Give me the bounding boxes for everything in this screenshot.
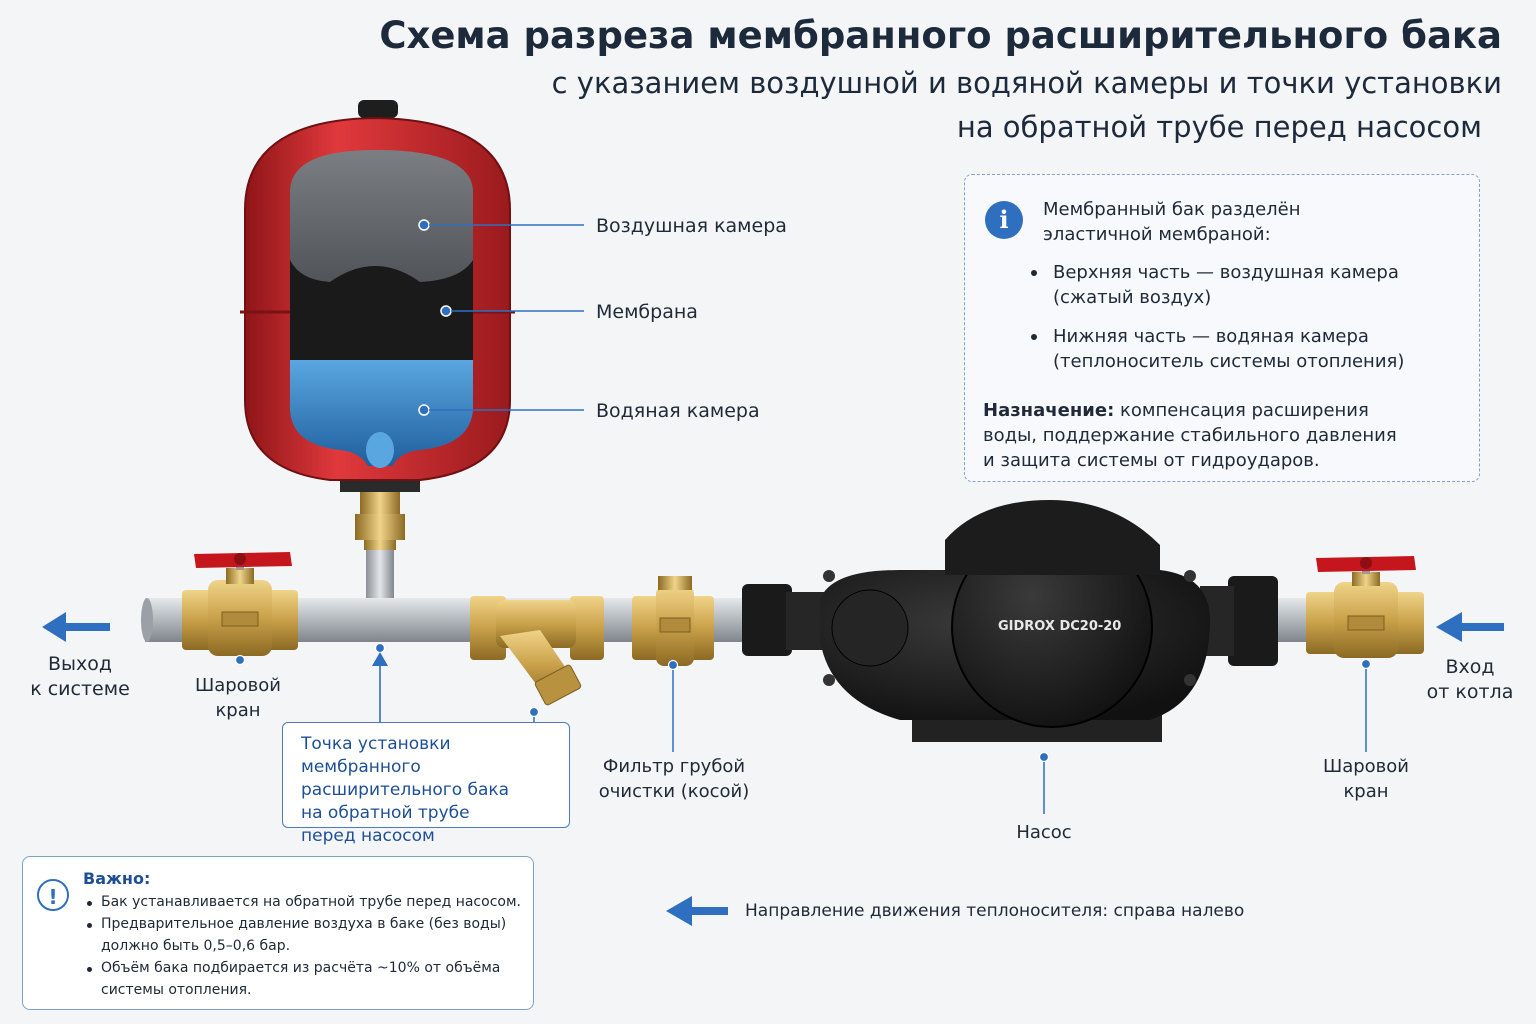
flow-direction-label: Направление движения теплоносителя: спра… — [745, 901, 1245, 921]
info-bullet2-line2: (теплоноситель системы отопления) — [1053, 351, 1405, 372]
install-point-callout: Точка установки мембранного расширительн… — [282, 722, 570, 846]
ball-valve-right-label: Шаровой кран — [1306, 754, 1426, 804]
ball-valve-left-line2: кран — [215, 700, 261, 721]
install-point-text: Точка установки мембранного расширительн… — [301, 733, 569, 848]
important-item1: Бак устанавливается на обратной трубе пе… — [101, 894, 521, 910]
air-chamber-label: Воздушная камера — [596, 215, 787, 237]
page-title: Схема разреза мембранного расширительног… — [379, 14, 1502, 57]
ball-valve-right-line1: Шаровой — [1322, 756, 1410, 777]
pump-label: Насос — [1016, 822, 1072, 843]
expansion-tank — [240, 100, 584, 492]
important-item2-line1: Предварительное давление воздуха в баке … — [101, 916, 507, 932]
filter-label: Фильтр грубой очистки (косой) — [594, 754, 754, 804]
pump-model-label: GIDROX DC20-20 — [998, 619, 1122, 634]
ball-valve-left-line1: Шаровой — [194, 675, 282, 696]
bullet-icon — [87, 923, 92, 928]
info-intro-line2: эластичной мембраной: — [1043, 224, 1271, 245]
inlet-line1: Вход — [1445, 656, 1495, 678]
bullet-icon — [87, 967, 92, 972]
install-point-line4: перед насосом — [301, 826, 435, 846]
exclamation-icon: ! — [37, 879, 69, 911]
important-item3-line1: Объём бака подбирается из расчёта ~10% о… — [101, 960, 501, 976]
page-subtitle-line2: на обратной трубе перед насосом — [956, 110, 1482, 144]
page-subtitle-line1: с указанием воздушной и водяной камеры и… — [551, 66, 1502, 100]
info-purpose-line2: воды, поддержание стабильного давления — [983, 425, 1397, 446]
info-icon: i — [985, 201, 1023, 239]
important-item3-line2: системы отопления. — [101, 982, 252, 998]
info-bullet1-line2: (сжатый воздух) — [1053, 287, 1212, 308]
inlet-label: Вход от котла — [1412, 655, 1528, 705]
purpose-text: компенсация расширения — [1114, 400, 1369, 421]
check-valve — [632, 576, 714, 666]
circulation-pump — [742, 500, 1278, 742]
install-point-line1: Точка установки мембранного — [301, 734, 451, 777]
water-chamber-label: Водяная камера — [596, 400, 760, 422]
install-point-line3: на обратной трубе — [301, 803, 470, 823]
info-purpose-line3: и защита системы от гидроударов. — [983, 450, 1320, 471]
inlet-line2: от котла — [1426, 681, 1514, 703]
ball-valve-left-label: Шаровой кран — [178, 673, 298, 723]
bullet-icon — [1031, 270, 1037, 276]
info-bullet2-line1: Нижняя часть — водяная камера — [1053, 326, 1369, 347]
ball-valve-right-line2: кран — [1343, 781, 1389, 802]
important-panel: ! Важно: Бак устанавливается на обратной… — [22, 856, 534, 1010]
install-point-line2: расширительного бака — [301, 780, 510, 800]
pipeline-leaders — [234, 642, 1372, 814]
important-item2-line2: должно быть 0,5–0,6 бар. — [101, 938, 291, 954]
flow-arrows — [42, 612, 1504, 926]
y-strainer — [470, 596, 604, 706]
ball-valve-right — [1306, 556, 1424, 658]
membrane-label: Мембрана — [596, 301, 698, 323]
outlet-line1: Выход — [47, 653, 113, 675]
bullet-icon — [1031, 334, 1037, 340]
info-bullet1-line1: Верхняя часть — воздушная камера — [1053, 262, 1399, 283]
ball-valve-left — [182, 552, 298, 656]
info-intro-line1: Мембранный бак разделён — [1043, 199, 1301, 220]
info-purpose-line1: Назначение: компенсация расширения — [983, 398, 1369, 423]
important-title: Важно: — [83, 869, 151, 888]
filter-line2: очистки (косой) — [598, 781, 750, 802]
bullet-icon — [87, 901, 92, 906]
info-panel: i Мембранный бак разделён эластичной мем… — [964, 174, 1480, 482]
outlet-line2: к системе — [30, 678, 130, 700]
purpose-label: Назначение: — [983, 400, 1115, 421]
filter-line1: Фильтр грубой — [602, 756, 746, 777]
outlet-label: Выход к системе — [20, 652, 140, 702]
